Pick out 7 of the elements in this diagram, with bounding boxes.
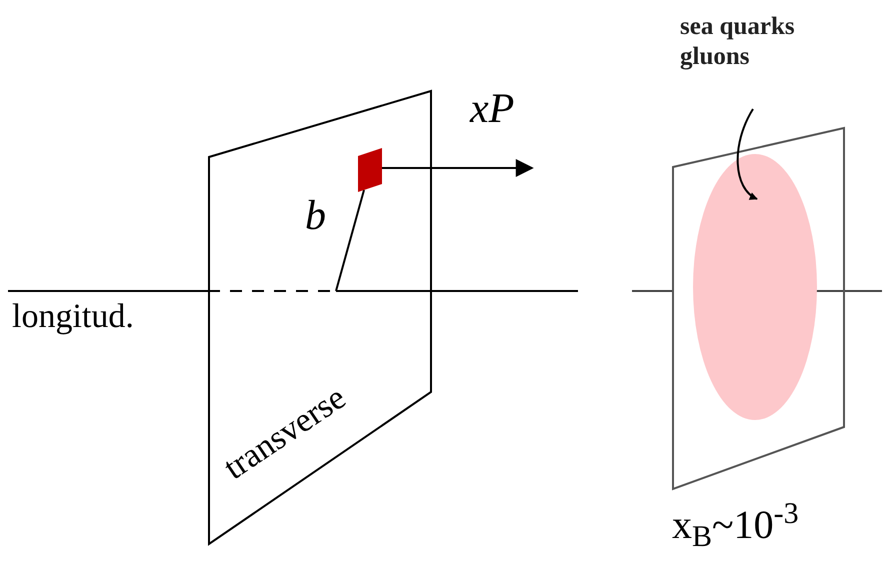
variable-label: b <box>305 195 326 237</box>
axis-label: longitud. <box>12 300 134 334</box>
formula-label: x$_{B}$~10$^{-3}$ <box>672 505 799 545</box>
momentum-arrow <box>382 159 534 177</box>
edge-label: xP <box>470 88 514 130</box>
leader-arrow <box>736 108 758 200</box>
annotation-text: sea quarks gluons <box>680 12 796 72</box>
